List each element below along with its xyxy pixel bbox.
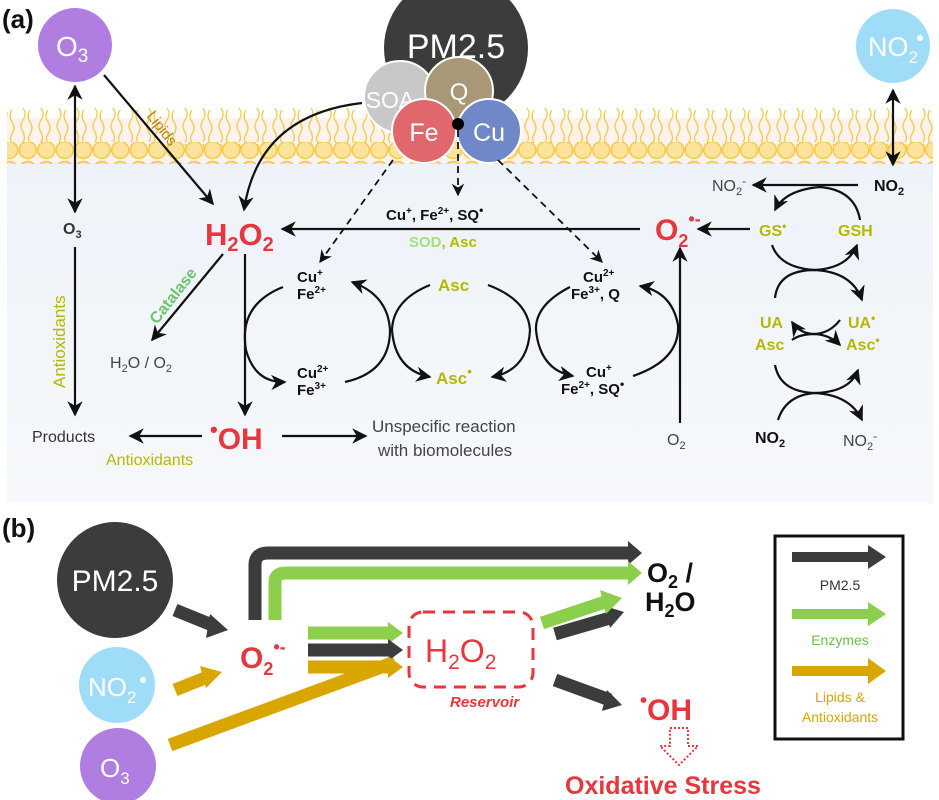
nitrite-bottom: NO2- — [843, 429, 877, 453]
legend-pm25-label: PM2.5 — [820, 577, 861, 593]
water-oxygen-product: H2O / O2 — [110, 355, 172, 375]
reaction-arrows — [67, 74, 901, 444]
legend-box — [773, 534, 905, 741]
oxidized-metals-left: Cu2+Fe3+ — [297, 364, 329, 399]
oxygen-water-line1: O2 / — [647, 558, 694, 592]
arrowhead — [200, 666, 222, 688]
pm25-source: PM2.5 — [57, 522, 173, 638]
legend: PM2.5 Enzymes Lipids & Antioxidants — [773, 534, 905, 741]
arrowhead — [388, 656, 403, 678]
arrowhead — [602, 690, 622, 711]
flow-arrows — [167, 546, 630, 752]
oxidized-species-right: Cu2+Fe3+, Q — [571, 268, 620, 303]
antioxidants-bottom-label: Antioxidants — [106, 452, 193, 469]
reduced-species-right: Cu+Fe2+, SQ• — [561, 363, 624, 398]
ascorbate-radical: Asc• — [436, 364, 472, 388]
ascorbate-top: Asc — [438, 276, 469, 295]
superoxide: O2•- — [655, 209, 701, 251]
panel-b-label: (b) — [2, 513, 35, 543]
products-label: Products — [32, 429, 95, 446]
svg-text:O3: O3 — [56, 31, 88, 67]
reduced-metals-left: Cu+Fe2+ — [297, 268, 326, 303]
arrowhead — [600, 590, 622, 614]
ozone-inside: O3 — [63, 221, 82, 241]
oxygen-molecule: O2 — [667, 432, 686, 452]
pm25-particle: PM2.5 SOA Q Fe Cu — [363, 0, 528, 164]
hydrogen-peroxide: H2O2 — [205, 217, 274, 256]
svg-text:NO2: NO2 — [88, 672, 136, 707]
svg-text:NO2: NO2 — [868, 32, 918, 67]
nitrogen-dioxide-outside: NO2 — [856, 9, 930, 83]
uric-acid-radical: UA• — [848, 311, 875, 332]
hydroxyl-radical-b: •OH — [640, 690, 692, 727]
svg-text:O3: O3 — [100, 753, 130, 788]
arrowhead — [605, 606, 624, 628]
legend-lipids-label-line1: Lipids & — [815, 689, 865, 705]
panel-a: (a) O3 PM2.5 SOA Q Fe Cu NO2 — [2, 0, 933, 503]
uric-acid: UA — [760, 315, 784, 332]
unspecific-reaction-line2: with biomolecules — [377, 441, 512, 460]
legend-enzymes-label: Enzymes — [811, 632, 869, 648]
svg-text:PM2.5: PM2.5 — [72, 565, 159, 598]
ascorbate-left: Asc — [755, 337, 784, 354]
reservoir-label: Reservoir — [450, 694, 520, 711]
antioxidants-vertical-label: Antioxidants — [50, 295, 69, 388]
oxidative-stress-arrow — [657, 727, 701, 767]
arrowhead — [206, 614, 228, 638]
hydrogen-peroxide-b: H2O2 — [425, 633, 496, 674]
arrowhead — [628, 561, 642, 585]
svg-text:Cu: Cu — [473, 119, 505, 147]
hydroxyl-radical: •OH — [210, 417, 263, 456]
svg-text:Fe: Fe — [409, 119, 438, 147]
ascorbate-radical-right: Asc• — [846, 333, 880, 354]
sod-asc-label: SOD, Asc — [409, 234, 477, 251]
panel-b: (b) PM2.5 NO2 O3 — [2, 513, 905, 800]
ozone-molecule-outside: O3 — [38, 8, 112, 82]
no2-radical-bottom: NO2 — [755, 430, 785, 450]
copper-particle — [456, 98, 522, 164]
oxidative-stress-label: Oxidative Stress — [565, 772, 761, 800]
no2-source: NO2 — [79, 647, 155, 723]
arrowhead — [628, 541, 642, 565]
svg-text:Q: Q — [450, 79, 469, 106]
o3-source: O3 — [80, 728, 156, 800]
glutathione: GSH — [838, 223, 873, 240]
panel-a-label: (a) — [2, 4, 34, 34]
arrowhead — [388, 639, 403, 661]
nitrite-top: NO2- — [712, 174, 746, 198]
no2-radical-top: NO2 — [874, 178, 904, 198]
reservoir-box — [407, 610, 535, 689]
legend-lipids-label-line2: Antioxidants — [802, 709, 878, 725]
glutathione-radical: GS• — [759, 219, 786, 240]
unspecific-reaction-line1: Unspecific reaction — [372, 417, 516, 436]
oxygen-water-line2: H2O — [645, 587, 696, 621]
arrowhead — [388, 622, 403, 644]
superoxide-b: O2•- — [240, 637, 286, 679]
reducing-species-label: Cu+, Fe2+, SQ• — [386, 203, 483, 224]
